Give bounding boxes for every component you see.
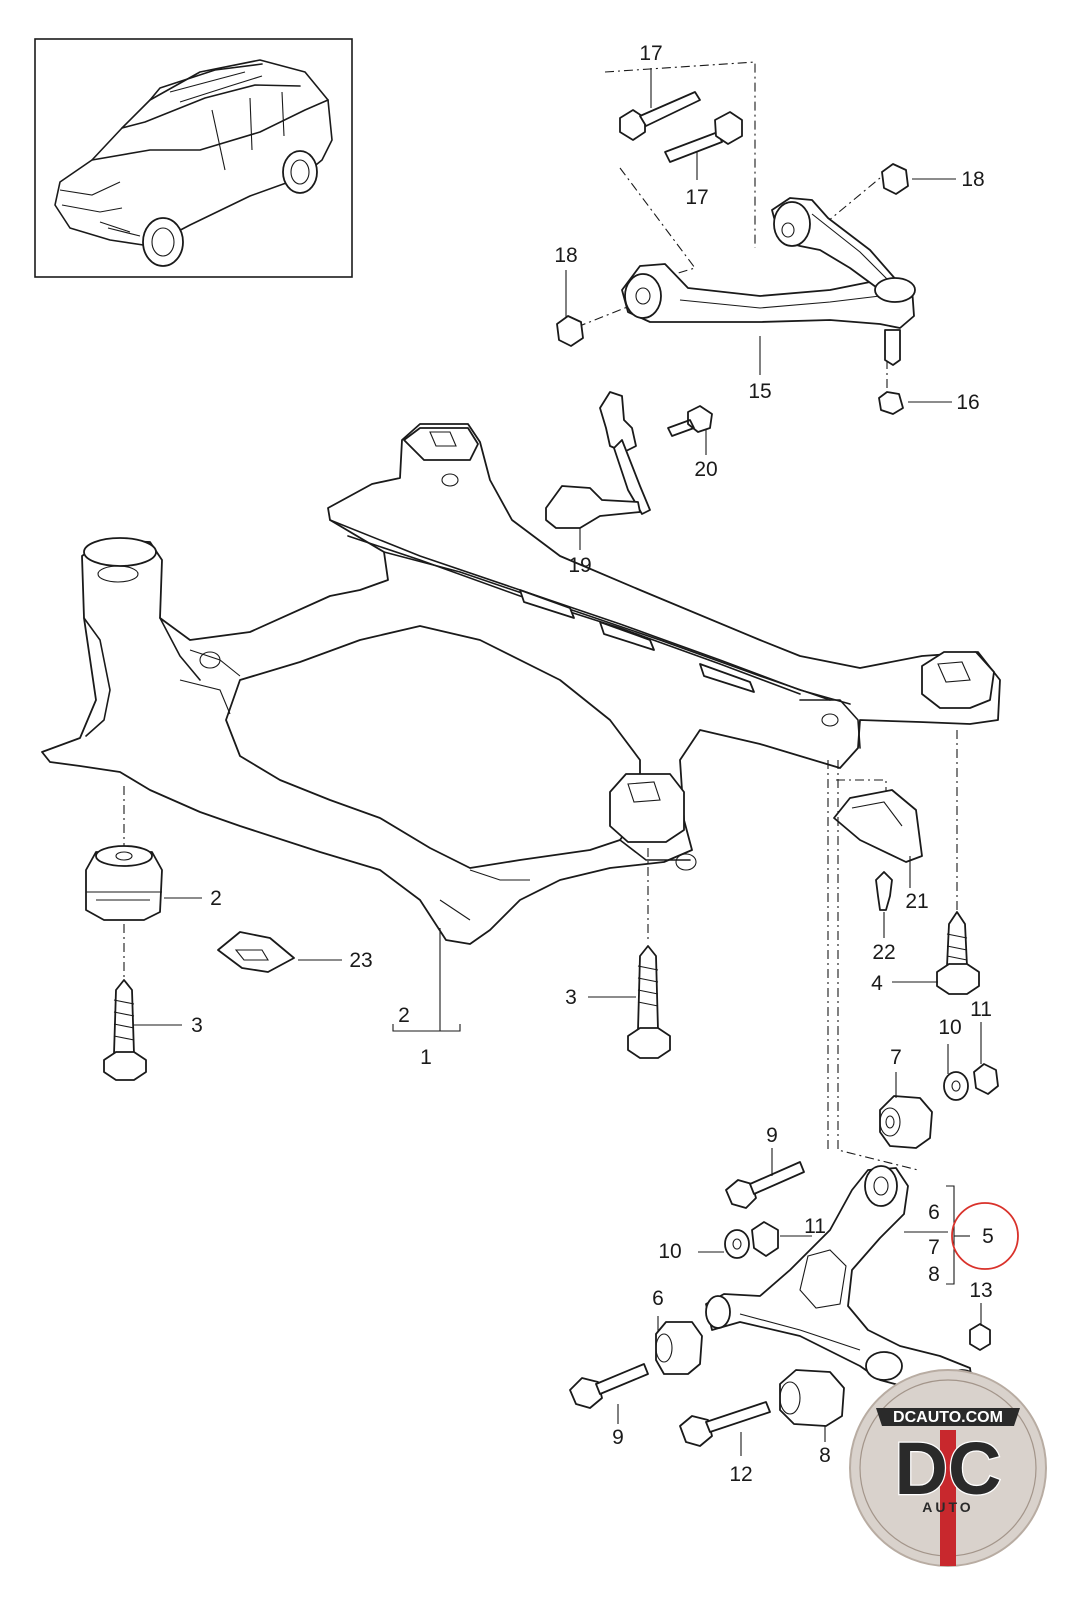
lower-control-arm-group: [569, 1063, 999, 1499]
callout-2-b: 2: [398, 1004, 410, 1027]
callout-22: 22: [872, 941, 895, 964]
callout-6-a: 6: [928, 1201, 940, 1224]
callout-8-b: 8: [819, 1444, 831, 1467]
leader-lines: [134, 68, 982, 1456]
callout-11-b: 11: [804, 1215, 826, 1238]
nut-18-left: [556, 315, 584, 347]
clip-22: [875, 871, 893, 911]
callout-9-a: 9: [766, 1124, 778, 1147]
lower-control-arm: [705, 1167, 973, 1393]
bolt-17-lower: [664, 111, 743, 163]
watermark-sub: AUTO: [922, 1499, 973, 1515]
callout-17-a: 17: [639, 42, 662, 65]
callout-17-b: 17: [685, 186, 708, 209]
callout-5: 5: [982, 1225, 994, 1248]
callout-12: 12: [729, 1463, 752, 1486]
callout-15: 15: [748, 380, 771, 403]
callout-13: 13: [969, 1279, 992, 1302]
callout-10-b: 10: [658, 1240, 681, 1263]
callout-20: 20: [694, 458, 717, 481]
callout-21: 21: [905, 890, 928, 913]
callout-19: 19: [568, 554, 591, 577]
clip-23: [217, 931, 295, 973]
highlight-circle: [951, 1202, 1019, 1270]
upper-control-arm-group: [556, 61, 916, 415]
front-subframe: [41, 423, 1001, 945]
callout-7-a: 7: [890, 1046, 902, 1069]
callout-16: 16: [956, 391, 979, 414]
vehicle-thumbnail: [34, 38, 353, 278]
callout-3-b: 3: [565, 986, 577, 1009]
dcauto-watermark: DCAUTO.COM DC AUTO: [849, 1369, 1047, 1567]
callout-11-a: 11: [970, 998, 992, 1021]
bolt-20: [667, 405, 713, 437]
callout-1: 1: [420, 1046, 432, 1069]
callout-8-a: 8: [928, 1263, 940, 1286]
watermark-letters: DC: [895, 1427, 1002, 1510]
callout-10-a: 10: [938, 1016, 961, 1039]
callout-3-a: 3: [191, 1014, 203, 1037]
upper-control-arm: [621, 263, 915, 329]
callout-9-b: 9: [612, 1426, 624, 1449]
callout-labels: 17 17 18 18 15 16 20 19 2 23 3 2 1 3 21 …: [191, 42, 994, 1505]
nut-16: [878, 391, 904, 415]
bolt-17-upper: [619, 91, 701, 141]
bolt-3-right: [627, 848, 671, 1059]
watermark-site: DCAUTO.COM: [893, 1409, 1003, 1426]
heat-shield-21: [833, 779, 923, 911]
callout-23: 23: [349, 949, 372, 972]
nut-18-right: [881, 163, 909, 195]
callout-2-a: 2: [210, 887, 222, 910]
subframe-mount-left: [85, 786, 163, 1081]
callout-7-b: 7: [928, 1236, 940, 1259]
bolt-4: [936, 730, 980, 995]
callout-18-a: 18: [961, 168, 984, 191]
level-sensor-group: [545, 391, 713, 529]
callout-18-b: 18: [554, 244, 577, 267]
callout-4: 4: [871, 972, 883, 995]
callout-6-b: 6: [652, 1287, 664, 1310]
